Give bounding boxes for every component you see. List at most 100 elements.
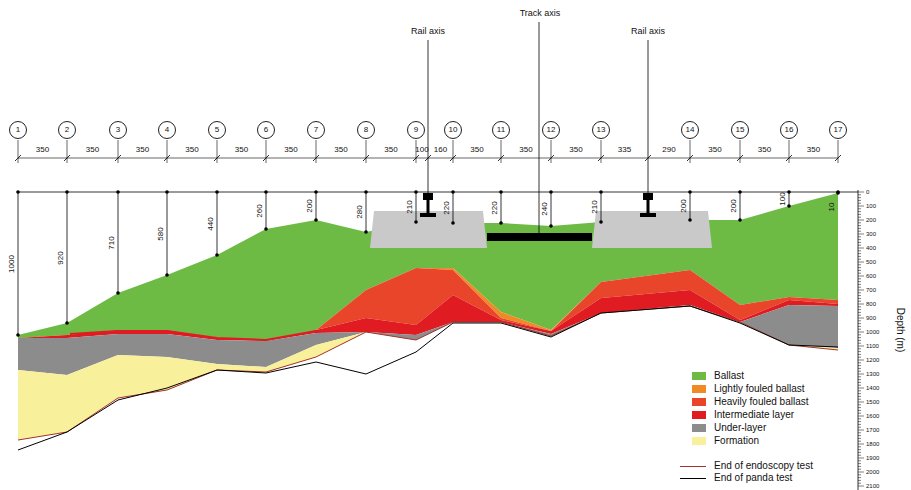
scale-label: 600 [866,273,876,279]
scale-tick [858,474,861,475]
scale-tick [858,441,861,442]
point-number: 8 [357,121,375,139]
measure-dot [549,190,553,194]
scale-label: 2000 [866,469,879,475]
dimension-mark [115,155,121,161]
scale-tick [858,340,861,341]
point-number-text: 15 [736,126,745,134]
scale-tick [858,435,861,436]
dimension-mark [598,155,604,161]
point-number: 5 [208,121,226,139]
dimension-tick [601,140,602,163]
axis-label: Rail axis [411,27,445,36]
scale-tick [858,368,861,369]
scale-tick [858,332,864,333]
scale-tick [858,256,861,257]
dimension-label: 350 [569,146,582,154]
scale-tick [858,309,861,310]
measure-dot [549,224,553,228]
scale-tick [858,264,861,265]
point-number: 17 [829,121,847,139]
scale-tick [858,284,861,285]
scale-tick [858,262,864,263]
dimension-label: 350 [807,146,820,154]
scale-label: 1500 [866,399,879,405]
scale-label: 800 [866,301,876,307]
scale-label: 400 [866,245,876,251]
point-number-text: 3 [116,126,120,134]
measure-dot [414,190,418,194]
legend-item: End of endoscopy test [680,460,813,472]
depth-line [416,192,417,222]
scale-tick [858,410,861,411]
measure-dot [451,190,455,194]
dimension-tick [118,140,119,163]
point-number: 10 [444,121,462,139]
legend-text: Lightly fouled ballast [714,384,805,394]
depth-value: 200 [680,199,688,212]
scale-tick [858,374,864,375]
depth-value: 280 [356,205,364,218]
measure-dot [364,230,368,234]
scale-tick [858,469,861,470]
point-number-text: 12 [547,126,556,134]
scale-tick [858,295,861,296]
point-number-text: 13 [597,126,606,134]
formation-layer [18,306,838,440]
measure-dot [165,273,169,277]
depth-value: 1000 [8,255,16,273]
scale-tick [858,248,864,249]
measure-dot [599,220,603,224]
dimension-tick [67,140,68,163]
scale-label: 1800 [866,441,879,447]
measure-dot [65,190,69,194]
depth-line [740,192,741,220]
scale-tick [858,315,861,316]
depth-line [690,192,691,220]
scale-tick [858,304,864,305]
scale-tick [858,231,861,232]
scale-tick [858,360,864,361]
depth-value: 710 [108,236,116,249]
point-number-text: 1 [16,126,20,134]
point-number: 7 [307,121,325,139]
scale-tick [858,242,861,243]
scale-tick [858,217,861,218]
scale-tick [858,273,861,274]
dimension-tick [501,140,502,163]
dimension-mark [835,155,841,161]
legend-item: Intermediate layer [692,409,794,421]
scale-tick [858,203,861,204]
scale-label: 1100 [866,343,879,349]
scale-tick [858,421,861,422]
measure-dot [16,333,20,337]
scale-label: 1600 [866,413,879,419]
point-number-text: 5 [215,126,219,134]
legend-text: Intermediate layer [714,410,794,420]
point-number-text: 17 [834,126,843,134]
scale-tick [858,362,861,363]
point-number-text: 9 [414,126,418,134]
measure-dot [414,220,418,224]
depth-value: 220 [443,201,451,214]
dimension-tick [366,140,367,163]
depth-line [217,192,218,255]
dimension-mark [687,155,693,161]
dimension-label: 350 [235,146,248,154]
dimension-tick [266,140,267,163]
dimension-mark [413,155,419,161]
scale-tick [858,460,861,461]
legend-line-sample [680,466,706,467]
scale-label: 100 [866,203,876,209]
dimension-mark [548,155,554,161]
scale-tick [858,306,861,307]
measure-dot [215,253,219,257]
legend-swatch [692,372,706,380]
axis-title: Depth (m) [895,308,905,352]
ballast-layer [18,193,838,340]
heavily-fouled-layer [18,268,838,340]
measure-dot [499,221,503,225]
scale-tick [858,298,861,299]
scale-tick [858,430,864,431]
